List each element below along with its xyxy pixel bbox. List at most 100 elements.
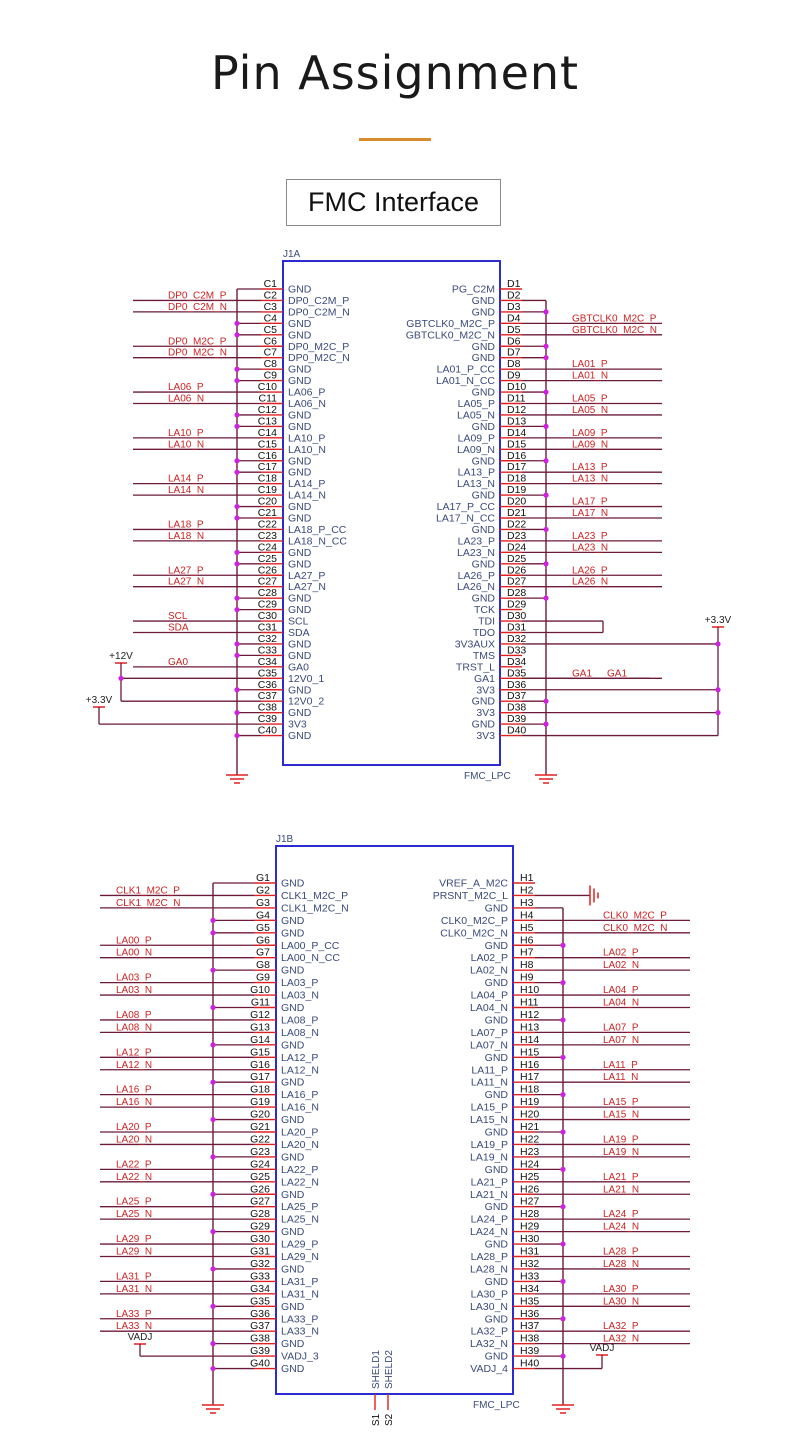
pin-name: GND: [281, 1039, 305, 1051]
junction-dot: [543, 355, 549, 361]
pin-number: H22: [520, 1133, 539, 1145]
power-label: VADJ: [128, 1332, 153, 1343]
pin-name: LA13_P: [458, 467, 495, 479]
pin-number: D37: [507, 690, 526, 702]
pin-name: LA06_P: [288, 387, 325, 399]
pin-number: C24: [258, 541, 277, 553]
net-label: LA25_P: [116, 1197, 152, 1208]
pin-name: DP0_M2C_N: [288, 352, 350, 364]
pin-name: LA18_P_CC: [288, 524, 347, 536]
pin-number: G30: [250, 1233, 270, 1245]
pin-number: D17: [507, 461, 526, 473]
net-label: LA10_P: [168, 428, 204, 439]
pin-name: GND: [288, 558, 312, 570]
pin-name: LA07_N: [470, 1039, 508, 1051]
pin-name: LA04_N: [470, 1002, 508, 1014]
junction-dot: [560, 1353, 566, 1359]
pin-number: D30: [507, 610, 526, 622]
junction-dot: [210, 1341, 216, 1347]
pin-number: D26: [507, 564, 526, 576]
pin-number: G17: [250, 1071, 270, 1083]
net-label: LA11_P: [603, 1060, 638, 1071]
pin-name: LA16_N: [281, 1102, 319, 1114]
pin-name: LA01_P_CC: [437, 364, 496, 376]
pin-number: C40: [258, 725, 277, 737]
net-label: LA24_P: [603, 1209, 639, 1220]
pin-name: LA12_N: [281, 1064, 319, 1076]
pin-name: DP0_C2M_P: [288, 295, 349, 307]
junction-dot: [543, 309, 549, 315]
pin-number: G11: [251, 997, 270, 1009]
pin-number: H13: [520, 1021, 539, 1033]
pin-number: H14: [520, 1034, 539, 1046]
pin-name: GND: [281, 965, 305, 977]
net-label: LA10_N: [168, 439, 204, 450]
pin-name: GND: [281, 1114, 305, 1126]
pin-name: LA03_N: [281, 990, 319, 1002]
pin-number: C13: [258, 415, 277, 427]
junction-dot: [560, 942, 566, 948]
net-label: DP0_C2M_N: [168, 302, 227, 313]
net-label: LA03_P: [116, 973, 152, 984]
pin-name: GND: [485, 1164, 509, 1176]
net-label: LA30_N: [603, 1296, 639, 1307]
pin-name: VADJ_4: [470, 1363, 508, 1375]
junction-dot: [560, 1054, 566, 1060]
junction-dot: [560, 1316, 566, 1322]
pin-number: C34: [258, 656, 277, 668]
pin-name: LA03_P: [281, 977, 318, 989]
power-label: +3.3V: [705, 615, 732, 626]
shield-pin-number: S1: [371, 1413, 382, 1426]
pin-number: C28: [258, 587, 277, 599]
pin-name: LA09_P: [458, 432, 495, 444]
pin-number: H6: [520, 934, 534, 946]
pin-name: GND: [288, 364, 312, 376]
pin-name: GND: [472, 352, 496, 364]
pin-number: H24: [520, 1158, 539, 1170]
pin-name: 3V3AUX: [455, 638, 495, 650]
net-label: LA21_P: [603, 1172, 639, 1183]
net-label: LA00_P: [116, 935, 152, 946]
pin-number: D19: [507, 484, 526, 496]
pin-number: C27: [258, 576, 277, 588]
net-label: LA19_P: [603, 1134, 639, 1145]
pin-name: GND: [288, 375, 312, 387]
pin-name: LA22_N: [281, 1176, 319, 1188]
pin-number: D20: [507, 496, 526, 508]
net-label: SDA: [168, 623, 189, 634]
pin-name: GND: [485, 1313, 509, 1325]
junction-dot: [543, 526, 549, 533]
net-label: LA05_P: [572, 394, 608, 405]
junction-dot: [234, 366, 240, 372]
pin-name: GND: [288, 684, 312, 696]
pin-name: LA32_N: [470, 1338, 508, 1350]
pin-name: LA14_P: [288, 478, 325, 490]
pin-number: D2: [507, 289, 521, 301]
pin-name: TRST_L: [456, 661, 495, 673]
net-label: LA27_N: [168, 577, 204, 588]
pin-number: D34: [507, 656, 526, 668]
pin-number: D27: [507, 576, 526, 588]
pin-name: LA06_N: [288, 398, 326, 410]
pin-name: LA02_P: [471, 952, 508, 964]
pin-number: G34: [250, 1283, 270, 1295]
net-label: LA13_N: [572, 474, 608, 485]
net-label: LA18_N: [168, 531, 204, 542]
pin-number: D21: [507, 507, 526, 519]
junction-dot: [560, 1241, 566, 1247]
pin-name: LA30_P: [471, 1288, 508, 1300]
pin-number: G26: [250, 1183, 270, 1195]
pin-name: GND: [472, 593, 496, 605]
pin-number: D5: [507, 324, 521, 336]
pin-number: G37: [250, 1320, 270, 1332]
pin-name: GND: [485, 940, 509, 952]
pin-name: LA31_N: [281, 1288, 319, 1300]
pin-name: GND: [281, 878, 305, 890]
junction-dot: [210, 1116, 216, 1123]
pin-number: C31: [258, 622, 277, 634]
pin-name: LA30_N: [470, 1301, 508, 1313]
junction-dot: [234, 332, 240, 338]
pin-number: G16: [250, 1059, 270, 1071]
pin-number: D3: [507, 301, 521, 313]
pin-number: C7: [264, 347, 278, 359]
